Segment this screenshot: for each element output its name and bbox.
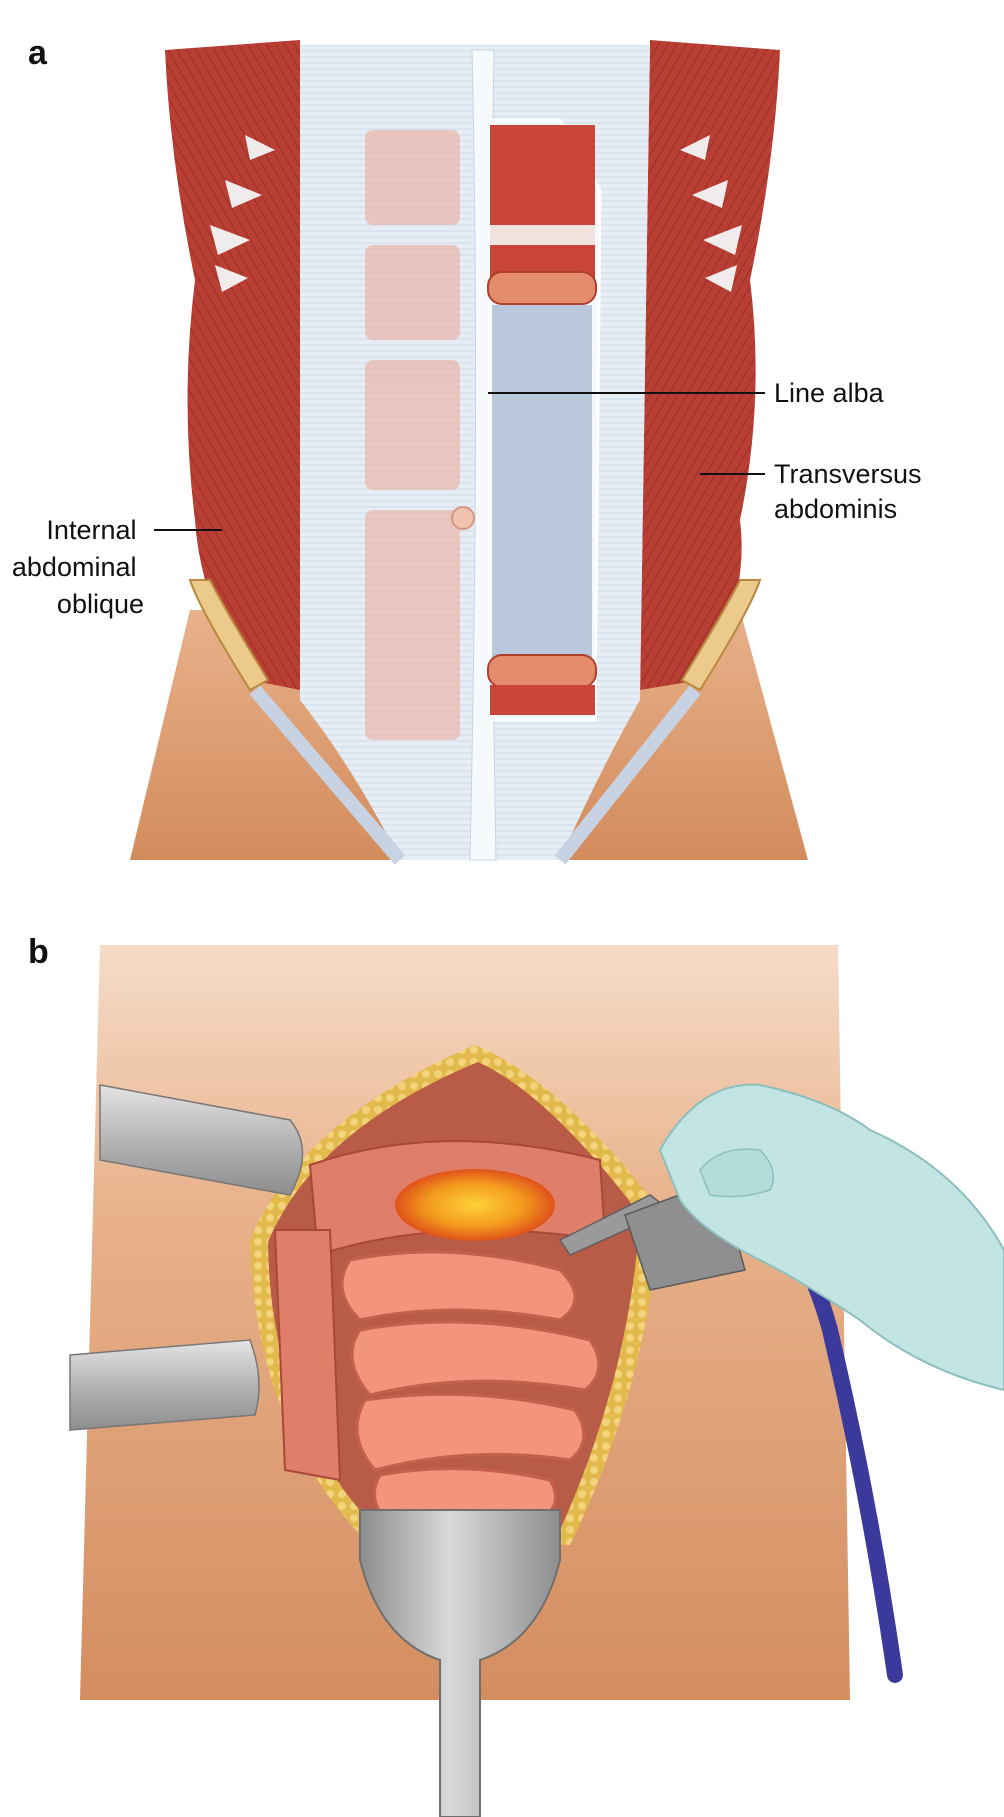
- label-transversus-line1: Transversus: [774, 459, 922, 489]
- panel-b: b: [28, 933, 1004, 1817]
- iliac-crest-left: [188, 579, 270, 692]
- cautery-burn-area: [395, 1169, 555, 1241]
- glove-finger: [699, 1148, 775, 1198]
- umbilicus: [451, 506, 475, 530]
- cut-rectus-lower: [487, 654, 597, 688]
- transversus-abdominis-muscle: [640, 40, 780, 690]
- inguinal-ligament-right: [554, 685, 701, 865]
- retractor-left-upper: [99, 1084, 304, 1196]
- ascending-colon: [273, 1229, 342, 1482]
- exposed-rectus-lower: [490, 685, 595, 715]
- rectus-abdominis-left: [365, 130, 460, 740]
- tendinous-intersection: [490, 225, 595, 245]
- posterior-rectus-sheath: [492, 305, 592, 665]
- label-oblique-line2: abdominal: [12, 552, 137, 582]
- label-internal-abdominal-oblique: Internal abdominal oblique: [12, 515, 144, 619]
- inguinal-ligament-left: [249, 685, 406, 865]
- label-oblique-line1: Internal: [46, 515, 136, 545]
- label-oblique-line3: oblique: [57, 589, 144, 619]
- retractor-bottom-blade: [359, 1509, 561, 1817]
- panel-letter-b: b: [28, 933, 49, 971]
- retractor-left-lower: [69, 1339, 260, 1431]
- panel-a: a: [12, 34, 929, 865]
- rib-serrations-left: [210, 135, 275, 292]
- label-transversus-abdominis: Transversus abdominis: [774, 459, 929, 524]
- panel-letter-a: a: [28, 34, 48, 72]
- panel-divider: [0, 870, 1004, 890]
- iliac-crest-right: [680, 579, 762, 692]
- exposed-rectus-upper: [490, 125, 595, 225]
- label-transversus-line2: abdominis: [774, 494, 897, 524]
- label-linea-alba: Line alba: [774, 378, 885, 408]
- cut-rectus-upper: [487, 271, 597, 305]
- rib-serrations-right: [680, 135, 742, 292]
- internal-oblique-muscle: [165, 40, 300, 690]
